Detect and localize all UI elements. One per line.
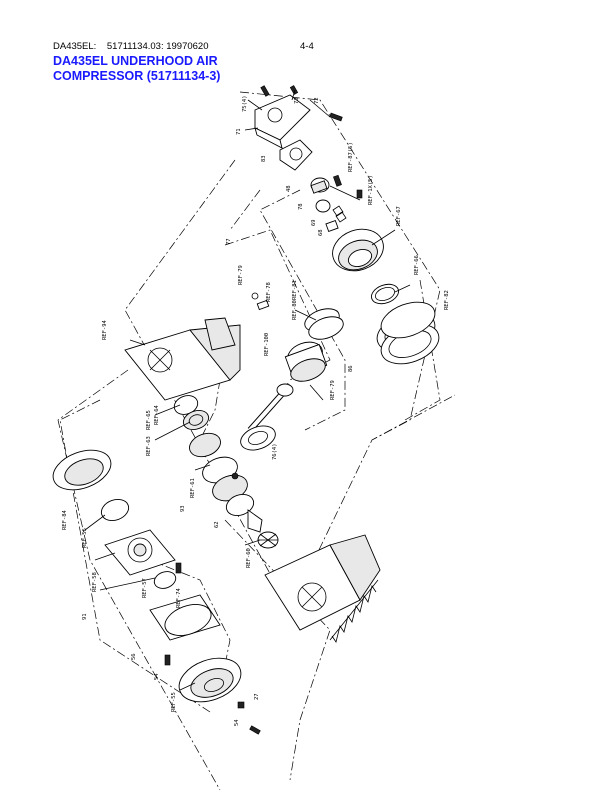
callout-ref-84: REF-84 <box>62 509 68 530</box>
leader-lines <box>84 89 411 691</box>
callout-ref-100: REF-100 <box>264 333 270 356</box>
end-cover <box>52 449 130 521</box>
callout-54-lower: 54 <box>234 719 240 726</box>
callout-ref-67: REF-67 <box>396 206 402 226</box>
document-reference: 51711134.03: 19970620 <box>106 41 209 52</box>
callout-76-4: 76(4) <box>272 443 278 460</box>
callout-93: 93 <box>180 505 186 512</box>
bearing-housing <box>104 529 182 589</box>
callout-56: 56 <box>131 653 137 660</box>
crankcase-body <box>124 317 241 401</box>
piston <box>284 341 328 382</box>
callout-ref-79-bottom: REF-79 <box>330 380 336 400</box>
callout-ref-58: REF-58 <box>92 572 98 592</box>
callout-ref-56: REF-56 <box>82 528 88 548</box>
rings-gaskets <box>371 283 440 365</box>
top-cap-assembly <box>254 85 343 171</box>
callout-69: 69 <box>311 219 317 226</box>
callout-ref-94: REF-94 <box>102 319 108 340</box>
callout-91: 91 <box>82 613 88 620</box>
callout-ref-61: REF-61 <box>190 478 196 498</box>
piston-rings <box>251 292 344 340</box>
page-title: DA435EL UNDERHOOD AIR COMPRESSOR (517111… <box>53 54 220 84</box>
title-line-2: COMPRESSOR (51711134-3) <box>53 69 221 83</box>
callout-ref-78: REF-78 <box>266 282 272 302</box>
title-line-1: DA435EL UNDERHOOD AIR <box>53 54 218 68</box>
callout-ref-87: REF-87(5) <box>348 142 354 172</box>
callout-ref-55: REF-55 <box>171 692 177 712</box>
callout-71: 71 <box>236 128 242 135</box>
pulley-assembly <box>149 594 261 735</box>
callout-ref-80: REF-80 <box>292 300 298 320</box>
callout-54-upper: 54 <box>154 673 160 680</box>
crankshaft <box>189 432 263 533</box>
callout-73: 73 <box>294 97 300 104</box>
page-number: 4-4 <box>300 41 314 52</box>
callout-ref-66: REF-66 <box>414 255 420 275</box>
callout-ref-63: REF-63 <box>146 436 152 456</box>
callout-75-4: 75(4) <box>242 95 248 112</box>
callout-ref-82: REF-82 <box>444 290 450 310</box>
lower-housing <box>264 534 381 643</box>
callout-ref-81: REF-81 <box>292 280 298 300</box>
bearings <box>173 395 210 431</box>
drive-gear <box>257 531 279 549</box>
callout-62: 62 <box>214 521 220 528</box>
model-code: DA435EL: <box>53 41 97 52</box>
callout-78: 78 <box>298 203 304 210</box>
callout-ref-65: REF-65 <box>146 410 152 430</box>
callout-ref-64: REF-64 <box>154 404 160 425</box>
cylinder-head <box>332 228 384 272</box>
document-header: DA435EL: 51711134.03: 19970620 <box>53 41 209 52</box>
callout-27: 27 <box>254 693 260 700</box>
callout-ref-60: REF-60 <box>246 548 252 568</box>
callout-ref-79-top: REF-79 <box>238 265 244 285</box>
callout-ref-57: REF-57 <box>142 578 148 598</box>
connecting-rod <box>240 383 294 451</box>
callout-68: 68 <box>318 229 324 236</box>
callout-ref-1x: REF-1X(5) <box>368 175 374 205</box>
valve-parts <box>310 174 363 233</box>
callout-labels: 75(4) 73 72 71 83 REF-87(5) 48 78 REF-1X… <box>62 95 450 726</box>
callout-72: 72 <box>314 97 320 104</box>
callout-86: 86 <box>348 365 354 372</box>
callout-ref-74: REF-74 <box>176 587 182 608</box>
callout-48: 48 <box>286 185 292 192</box>
callout-77: 77 <box>226 238 232 245</box>
callout-83: 83 <box>261 155 267 162</box>
